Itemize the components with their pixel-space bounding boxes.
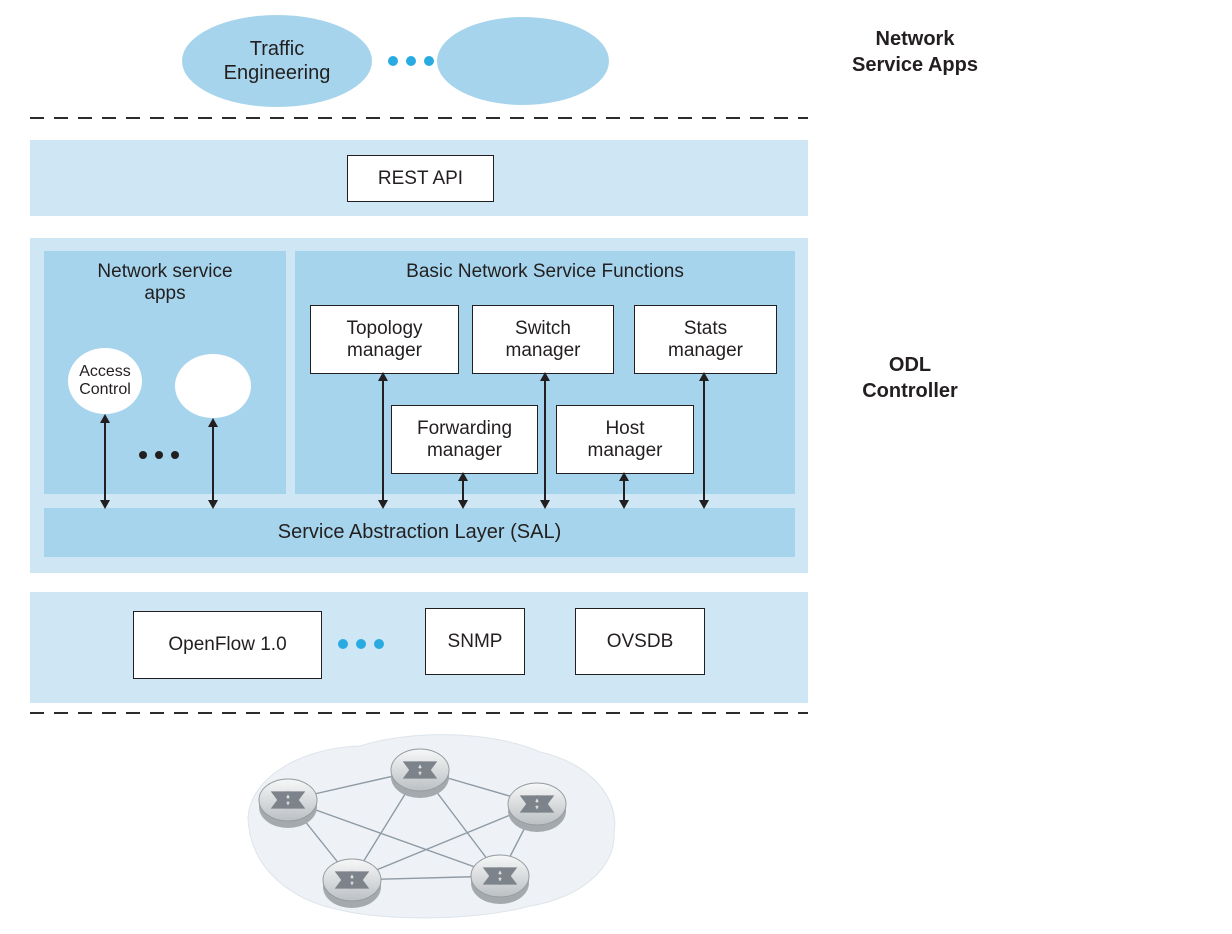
router-icon [391,749,449,798]
router-icon [259,779,317,828]
arrow-stats-sal [703,381,705,500]
bnsf-box-title: Basic Network Service Functions [406,261,684,282]
access-control-label: Access Control [79,362,131,398]
arrow-forwarding-sal [462,481,464,500]
arrow-switch-sal [544,381,546,500]
dashed-divider-top [30,117,808,119]
access-control-app-ellipse: Access Control [68,348,142,414]
rest-api-box: REST API [347,155,494,202]
arrow-host-sal [623,481,625,500]
router-icon [508,783,566,832]
unnamed-internal-app-ellipse [175,354,251,418]
ellipsis-icon-top-apps [388,56,434,66]
arrow-access-control-sal [104,423,106,500]
switch-manager-box: Switch manager [472,305,614,374]
topology-manager-box: Topology manager [310,305,459,374]
openflow-box: OpenFlow 1.0 [133,611,322,679]
traffic-engineering-label: Traffic Engineering [223,38,331,84]
ellipsis-icon-southbound [338,639,384,649]
ovsdb-box: OVSDB [575,608,705,675]
snmp-box: SNMP [425,608,525,675]
unnamed-app-ellipse [437,17,609,105]
forwarding-manager-box: Forwarding manager [391,405,538,474]
arrow-app2-sal [212,427,214,500]
sal-bar: Service Abstraction Layer (SAL) [44,508,795,557]
arrow-topology-sal [382,381,384,500]
router-icon [323,859,381,908]
router-icon [471,855,529,904]
network-topology [247,734,616,919]
network-service-apps-label: Network Service Apps [852,28,978,76]
host-manager-box: Host manager [556,405,694,474]
odl-controller-label: ODL Controller [862,354,958,402]
dashed-divider-bottom [30,712,808,714]
network-service-apps-box-title: Network service apps [97,261,233,305]
traffic-engineering-app-ellipse: Traffic Engineering [182,15,372,107]
stats-manager-box: Stats manager [634,305,777,374]
ellipsis-icon-internal-apps [139,451,179,459]
